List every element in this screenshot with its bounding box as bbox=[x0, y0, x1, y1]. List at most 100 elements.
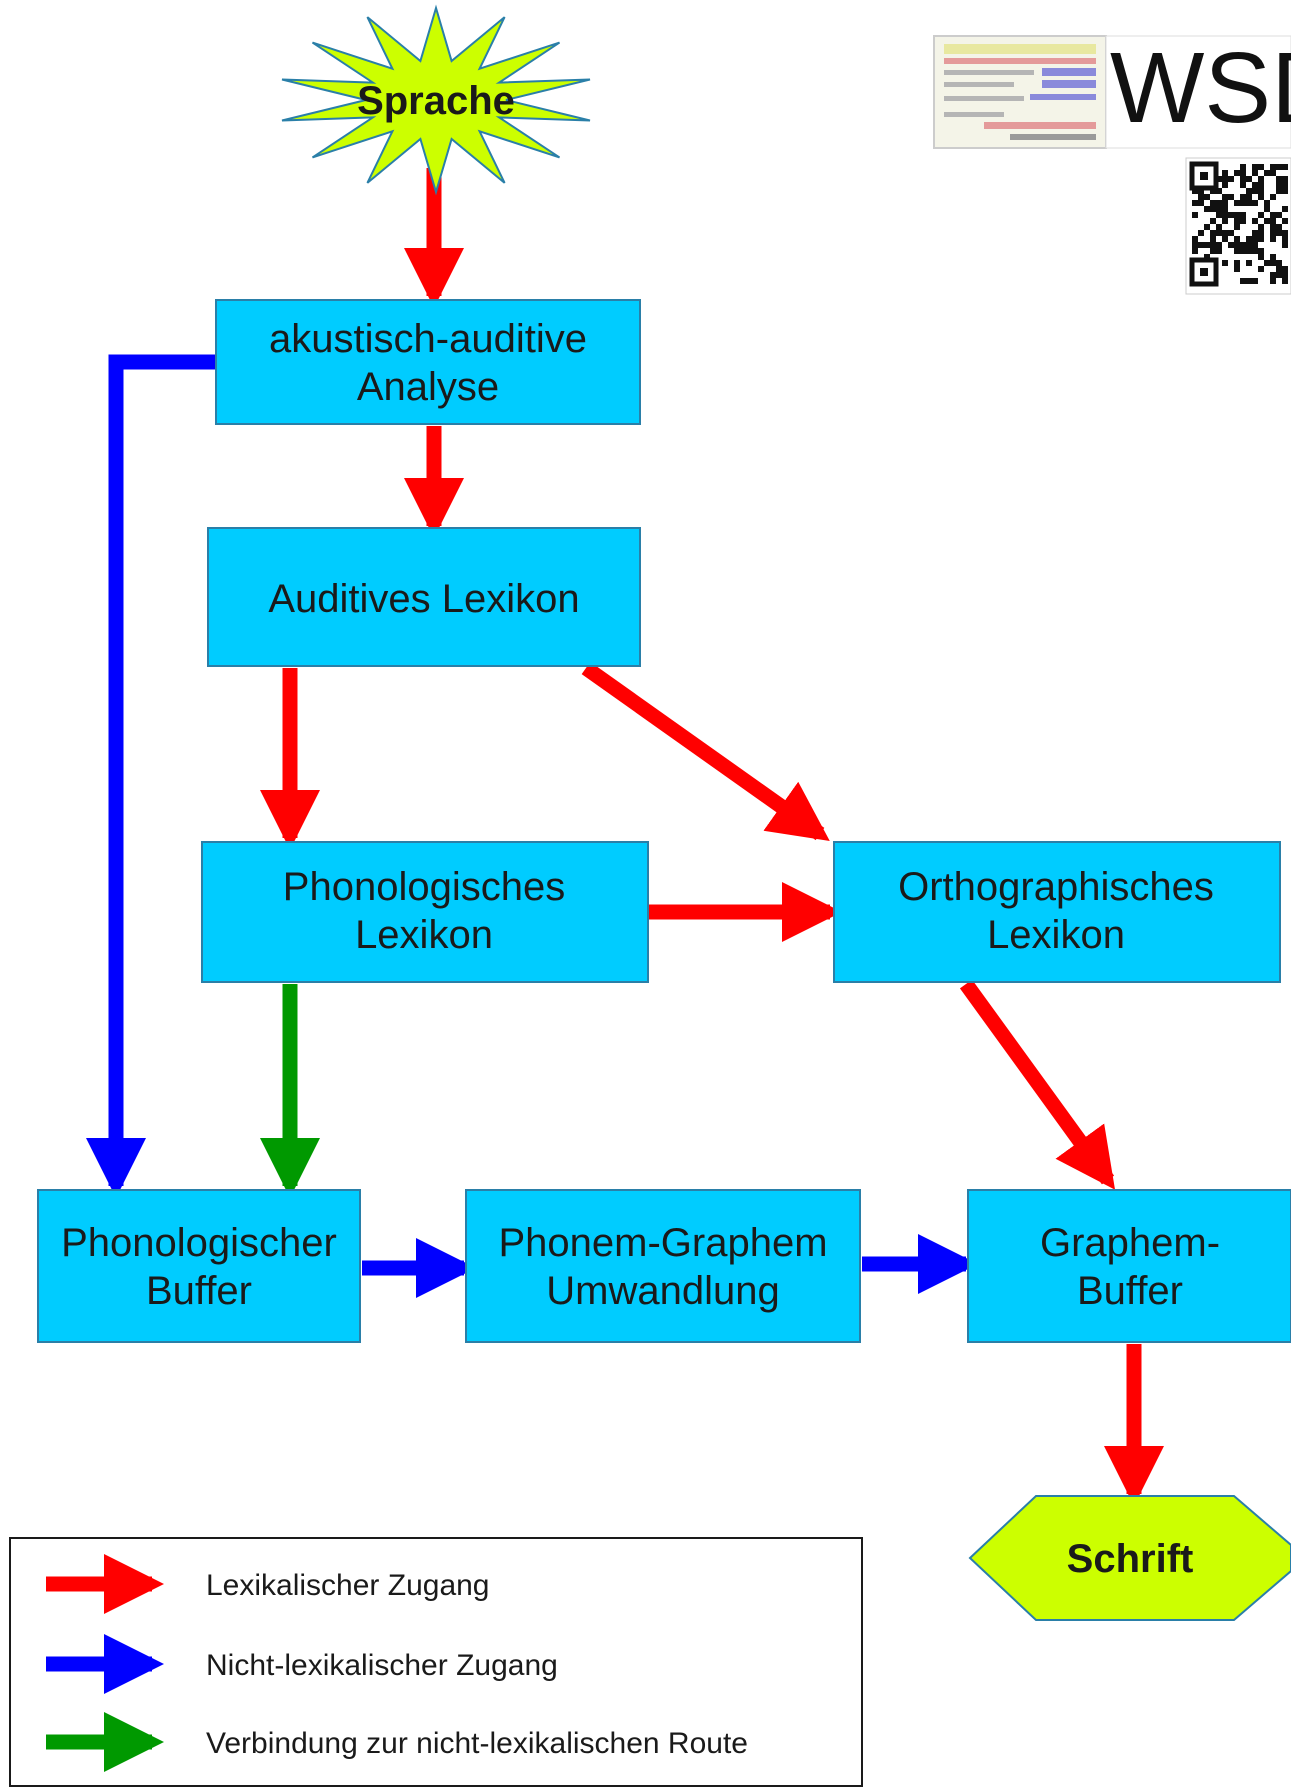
qr-cell bbox=[1282, 242, 1288, 248]
qr-cell bbox=[1192, 236, 1198, 242]
qr-cell bbox=[1270, 218, 1276, 224]
qr-cell bbox=[1276, 176, 1282, 182]
qr-cell bbox=[1240, 164, 1246, 170]
qr-cell bbox=[1198, 200, 1204, 206]
end-node-schrift: Schrift bbox=[968, 1495, 1291, 1621]
qr-cell bbox=[1246, 188, 1252, 194]
qr-cell bbox=[1210, 188, 1216, 194]
qr-cell bbox=[1258, 248, 1264, 254]
legend-label-nonlexical: Nicht-lexikalischer Zugang bbox=[206, 1649, 558, 1682]
qr-cell bbox=[1264, 218, 1270, 224]
qr-cell bbox=[1210, 200, 1216, 206]
qr-cell bbox=[1204, 224, 1210, 230]
qr-cell bbox=[1258, 212, 1264, 218]
qr-cell bbox=[1222, 230, 1228, 236]
qr-cell bbox=[1282, 278, 1288, 284]
qr-cell bbox=[1234, 200, 1240, 206]
qr-cell bbox=[1246, 278, 1252, 284]
qr-cell bbox=[1270, 260, 1276, 266]
logo-thumbnail-row bbox=[1042, 68, 1096, 76]
qr-cell bbox=[1270, 236, 1276, 242]
logo: WSD bbox=[933, 32, 1291, 149]
qr-finder-center bbox=[1200, 268, 1208, 276]
qr-cell bbox=[1258, 236, 1264, 242]
qr-cell bbox=[1276, 230, 1282, 236]
box-graphem-buffer-line2: Buffer bbox=[1077, 1269, 1183, 1313]
logo-thumbnail-row bbox=[1042, 80, 1096, 88]
qr-cell bbox=[1192, 188, 1198, 194]
start-node-label: Sprache bbox=[357, 79, 515, 123]
qr-cell bbox=[1270, 230, 1276, 236]
qr-cell bbox=[1234, 212, 1240, 218]
logo-thumbnail-row bbox=[1030, 94, 1096, 100]
qr-cell bbox=[1264, 260, 1270, 266]
qr-cell bbox=[1252, 188, 1258, 194]
logo-thumbnail-row bbox=[944, 112, 1004, 117]
edges bbox=[86, 168, 1164, 1506]
qr-cell bbox=[1282, 182, 1288, 188]
qr-cell bbox=[1192, 242, 1198, 248]
qr-cell bbox=[1276, 272, 1282, 278]
qr-cell bbox=[1216, 200, 1222, 206]
qr-cell bbox=[1252, 200, 1258, 206]
qr-cell bbox=[1210, 248, 1216, 254]
box-pgu-shape bbox=[465, 1189, 861, 1343]
qr-cell bbox=[1240, 194, 1246, 200]
qr-cell bbox=[1270, 212, 1276, 218]
logo-thumbnail-row bbox=[944, 96, 1024, 101]
qr-cell bbox=[1210, 242, 1216, 248]
box-analyse-line2: Analyse bbox=[357, 365, 499, 409]
qr-cell bbox=[1234, 236, 1240, 242]
logo-thumbnail-row bbox=[984, 122, 1096, 129]
qr-cell bbox=[1252, 170, 1258, 176]
start-node-sprache: Sprache bbox=[281, 4, 591, 196]
legend-label-lexical: Lexikalischer Zugang bbox=[206, 1569, 490, 1602]
qr-cell bbox=[1270, 278, 1276, 284]
qr-cell bbox=[1234, 218, 1240, 224]
qr-cell bbox=[1258, 182, 1264, 188]
qr-cell bbox=[1282, 266, 1288, 272]
qr-cell bbox=[1240, 278, 1246, 284]
qr-cell bbox=[1216, 230, 1222, 236]
qr-cell bbox=[1198, 230, 1204, 236]
logo-thumbnail-row bbox=[944, 82, 1014, 87]
qr-cell bbox=[1246, 260, 1252, 266]
qr-cell bbox=[1282, 218, 1288, 224]
qr-cell bbox=[1276, 182, 1282, 188]
qr-cell bbox=[1228, 212, 1234, 218]
qr-cell bbox=[1228, 242, 1234, 248]
qr-cell bbox=[1282, 176, 1288, 182]
box-analyse-line1: akustisch-auditive bbox=[269, 317, 587, 361]
qr-cell bbox=[1234, 224, 1240, 230]
qr-cell bbox=[1240, 176, 1246, 182]
box-analyse-shape bbox=[215, 299, 641, 425]
logo-thumbnail-row bbox=[944, 58, 1096, 64]
qr-cell bbox=[1216, 224, 1222, 230]
arrow-orthographisches-to-graphem-buffer bbox=[959, 979, 1116, 1190]
qr-cell bbox=[1222, 218, 1228, 224]
qr-code bbox=[1185, 157, 1291, 295]
qr-cell bbox=[1264, 206, 1270, 212]
hexagon-shape bbox=[968, 1495, 1291, 1621]
logo-text: WSD bbox=[1110, 32, 1291, 144]
qr-cell bbox=[1252, 242, 1258, 248]
qr-cell bbox=[1216, 212, 1222, 218]
qr-cell bbox=[1276, 212, 1282, 218]
box-phon-buffer-shape bbox=[37, 1189, 361, 1343]
qr-cell bbox=[1252, 164, 1258, 170]
qr-cell bbox=[1252, 248, 1258, 254]
qr-cell bbox=[1222, 200, 1228, 206]
qr-cell bbox=[1270, 272, 1276, 278]
qr-cell bbox=[1246, 236, 1252, 242]
qr-cell bbox=[1192, 212, 1198, 218]
logo-thumbnail-frame bbox=[933, 35, 1107, 149]
qr-cell bbox=[1216, 176, 1222, 182]
qr-cell bbox=[1258, 188, 1264, 194]
box-phon-buffer-line1: Phonologischer bbox=[61, 1221, 337, 1265]
qr-cell bbox=[1210, 230, 1216, 236]
qr-cell bbox=[1222, 236, 1228, 242]
box-pgu-line1: Phonem-Graphem bbox=[498, 1221, 827, 1265]
qr-cell bbox=[1234, 170, 1240, 176]
qr-cell bbox=[1210, 236, 1216, 242]
qr-cell bbox=[1198, 242, 1204, 248]
